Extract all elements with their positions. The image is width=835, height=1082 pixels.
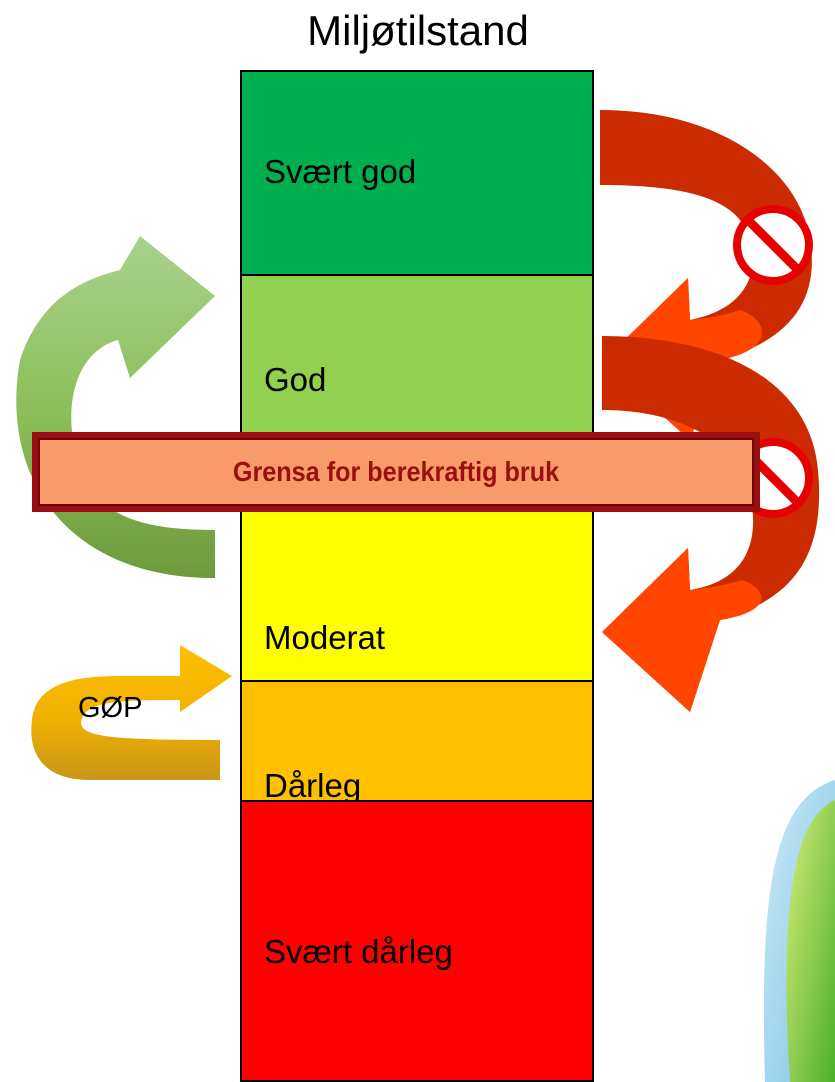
level-svaert-darleg: Svært dårleg: [240, 800, 594, 1082]
level-label: Moderat: [264, 619, 386, 656]
diagram-title: Miljøtilstand: [307, 7, 529, 54]
improvement-arrow: [16, 236, 215, 578]
level-svaert-god: Svært god: [240, 70, 594, 274]
level-label: Dårleg: [264, 767, 362, 804]
sustainability-threshold-bar: Grensa for berekraftig bruk: [32, 432, 760, 512]
level-label: God: [264, 361, 327, 398]
deterioration-arrow-lower: [602, 336, 820, 712]
gop-arrow: [31, 645, 233, 780]
level-darleg: Dårleg: [240, 680, 594, 804]
threshold-label: Grensa for berekraftig bruk: [232, 456, 560, 487]
decorative-swoosh: [763, 780, 835, 1082]
level-god: God: [240, 274, 594, 434]
level-label: Svært god: [264, 153, 417, 190]
level-label: Svært dårleg: [264, 933, 453, 970]
gop-label: GØP: [78, 692, 143, 724]
prohibited-icon: [733, 205, 813, 285]
